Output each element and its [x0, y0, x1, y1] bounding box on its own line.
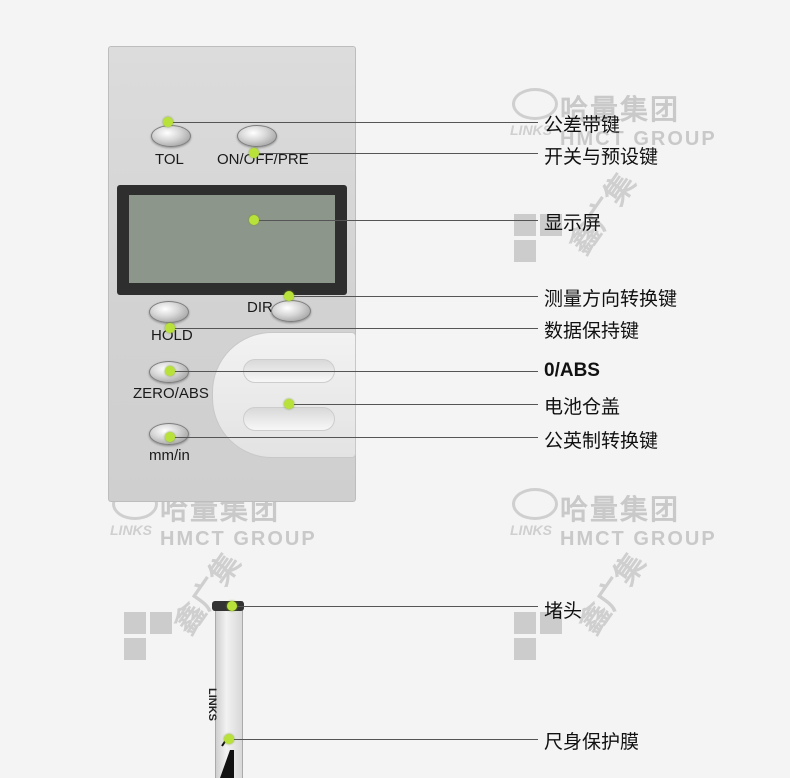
tol-button[interactable]	[151, 125, 191, 147]
callout-end-cap: 堵头	[544, 600, 583, 622]
callout-data-hold-key: 数据保持键	[544, 320, 640, 342]
battery-grip-bottom	[243, 407, 335, 431]
leader-line	[170, 437, 538, 438]
marker-dot-tol	[163, 117, 173, 127]
callout-battery-cover: 电池仓盖	[544, 396, 621, 418]
callout-direction-key: 测量方向转换键	[544, 288, 678, 310]
leader-line	[170, 371, 538, 372]
ruler-logo-icon	[220, 740, 234, 778]
ruler-body	[215, 601, 243, 778]
marker-dot-on-off	[249, 148, 259, 158]
battery-cover[interactable]	[212, 332, 356, 458]
callout-ruler-film: 尺身保护膜	[544, 731, 640, 753]
marker-dot-hold	[165, 323, 175, 333]
watermark-logo-text: LINKS	[510, 522, 552, 538]
marker-dot-display	[249, 215, 259, 225]
hold-button[interactable]	[149, 301, 189, 323]
marker-dot-film	[224, 734, 234, 744]
on-off-pre-label: ON/OFF/PRE	[217, 151, 309, 168]
leader-line	[229, 739, 538, 740]
callout-display: 显示屏	[544, 212, 602, 234]
dir-label: DIR	[247, 299, 273, 316]
watermark-mid-right: LINKS 哈量集团 HMCT GROUP	[510, 488, 717, 551]
tol-label: TOL	[155, 151, 184, 168]
caliper-display-unit: TOL ON/OFF/PRE DIR HOLD ZERO/ABS mm/in	[108, 46, 356, 502]
ruler-brand: LINKS	[206, 688, 218, 721]
leader-line	[254, 220, 538, 221]
leader-line	[168, 122, 538, 123]
marker-dot-dir	[284, 291, 294, 301]
watermark-logo-text: LINKS	[110, 522, 152, 538]
marker-dot-unit	[165, 432, 175, 442]
leader-line	[289, 296, 538, 297]
watermark-brand-en: HMCT GROUP	[160, 528, 317, 550]
dir-button[interactable]	[271, 300, 311, 322]
marker-dot-cap	[227, 601, 237, 611]
display-frame	[117, 185, 347, 295]
on-off-pre-button[interactable]	[237, 125, 277, 147]
hold-label: HOLD	[151, 327, 193, 344]
zero-abs-label: ZERO/ABS	[133, 385, 209, 402]
lcd-screen	[129, 195, 335, 283]
marker-dot-battery	[284, 399, 294, 409]
callout-zero-abs: 0/ABS	[544, 360, 600, 381]
marker-dot-zero	[165, 366, 175, 376]
watermark-brand-cn: 哈量集团	[560, 493, 681, 526]
watermark-tile-icon	[124, 612, 172, 660]
leader-line	[170, 328, 538, 329]
callout-power-preset-key: 开关与预设键	[544, 146, 659, 168]
watermark-logo-icon	[512, 488, 558, 520]
mm-in-label: mm/in	[149, 447, 190, 464]
watermark-diagonal-4: 鑫广集	[573, 547, 653, 641]
leader-line	[289, 404, 538, 405]
callout-unit-key: 公英制转换键	[544, 430, 659, 452]
leader-line	[232, 606, 538, 607]
watermark-brand-en: HMCT GROUP	[560, 528, 717, 550]
callout-tolerance-key: 公差带键	[544, 114, 621, 136]
leader-line	[254, 153, 538, 154]
